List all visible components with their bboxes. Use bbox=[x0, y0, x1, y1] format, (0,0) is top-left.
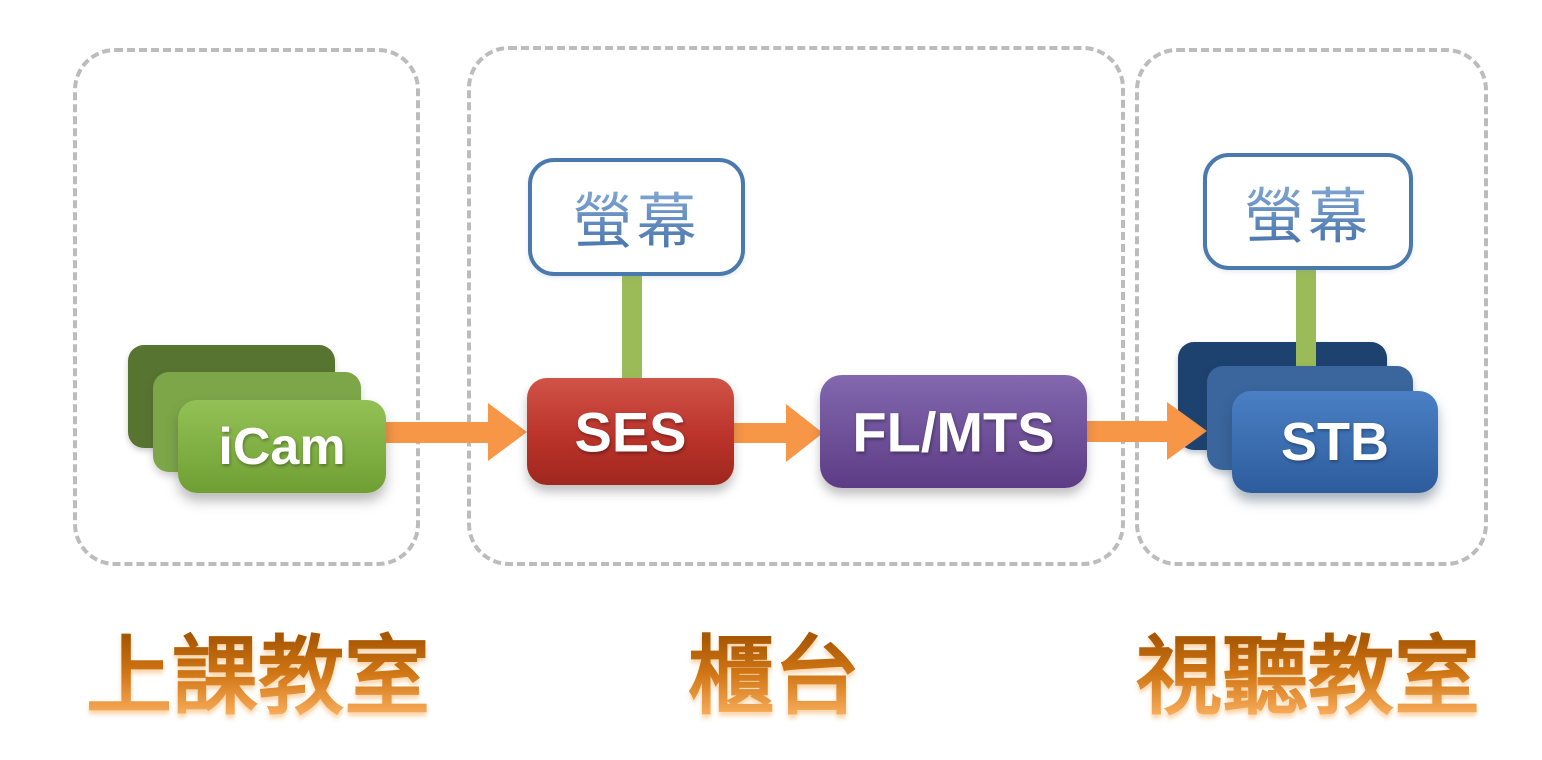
flmts-node: FL/MTS bbox=[820, 375, 1087, 488]
icam-label: iCam bbox=[218, 417, 346, 476]
icam-to-ses-arrow bbox=[386, 403, 527, 461]
arrow-shaft bbox=[386, 422, 490, 443]
stb-node: STB bbox=[1232, 391, 1438, 493]
monitor-to-stb-connector bbox=[1296, 256, 1316, 382]
classroom-group-boundary bbox=[73, 48, 420, 566]
stb-label: STB bbox=[1281, 412, 1389, 472]
counter-group-boundary bbox=[467, 46, 1125, 566]
arrow-head-icon bbox=[488, 403, 527, 461]
av-room-monitor-label: 螢幕 bbox=[1207, 168, 1409, 255]
av-room-monitor-node: 螢幕 bbox=[1203, 153, 1413, 270]
monitor-to-ses-connector bbox=[622, 262, 642, 382]
ses-node: SES bbox=[527, 378, 734, 485]
arrow-shaft bbox=[1087, 421, 1169, 442]
flmts-label: FL/MTS bbox=[852, 400, 1055, 463]
ses-label: SES bbox=[574, 400, 687, 463]
counter-monitor-label: 螢幕 bbox=[532, 174, 741, 261]
arrow-shaft bbox=[734, 423, 788, 443]
av-room-area-label: 視聽教室 bbox=[1136, 629, 1480, 725]
classroom-area-label: 上課教室 bbox=[86, 629, 430, 725]
flmts-to-stb-arrow bbox=[1087, 402, 1207, 460]
icam-node: iCam bbox=[178, 400, 386, 493]
ses-to-flmts-arrow bbox=[734, 404, 823, 462]
counter-area-label: 櫃台 bbox=[688, 629, 860, 725]
arrow-head-icon bbox=[786, 404, 823, 462]
arrow-head-icon bbox=[1167, 402, 1207, 460]
counter-monitor-node: 螢幕 bbox=[528, 158, 745, 276]
av-room-group-boundary bbox=[1135, 48, 1488, 566]
